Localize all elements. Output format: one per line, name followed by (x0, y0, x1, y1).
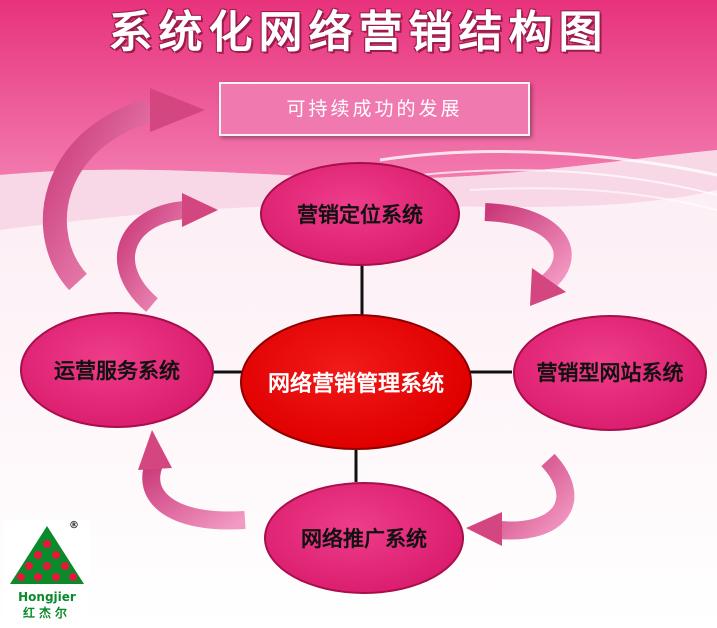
logo-registered-mark: ® (69, 520, 79, 531)
curved-arrow-left-to-top (117, 193, 218, 312)
node-bottom: 网络推广系统 (264, 482, 464, 594)
curved-arrow-top-to-right (484, 203, 572, 306)
node-top: 营销定位系统 (260, 162, 460, 266)
logo-tree-icon (10, 526, 84, 584)
page-title: 系统化网络营销结构图 (108, 7, 609, 58)
goal-box: 可持续成功的发展 (219, 82, 530, 136)
curved-arrow-to-goal (42, 88, 205, 291)
node-left: 运营服务系统 (20, 312, 214, 428)
node-right: 营销型网站系统 (513, 315, 707, 431)
logo-brand-en: Hongjier (18, 590, 76, 604)
curved-arrow-right-to-bottom (466, 453, 575, 546)
logo: ® Hongjier 红杰尔 (4, 520, 90, 620)
logo-brand-cn: 红杰尔 (22, 606, 71, 620)
curved-arrow-bottom-to-left (138, 430, 246, 530)
node-center: 网络营销管理系统 (240, 314, 472, 450)
